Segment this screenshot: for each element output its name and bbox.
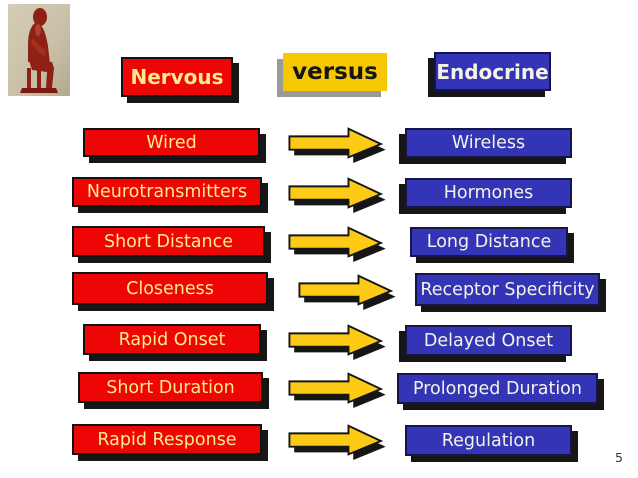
right-arrow-icon — [288, 424, 386, 461]
nervous-trait-label: Neurotransmitters — [86, 182, 248, 202]
endocrine-trait-label: Hormones — [443, 183, 534, 203]
right-arrow-icon — [288, 372, 386, 409]
nervous-trait-label: Short Distance — [103, 231, 234, 252]
endocrine-trait-label: Regulation — [441, 430, 536, 451]
nervous-trait-box: Neurotransmitters — [72, 177, 262, 207]
right-arrow-icon — [288, 177, 386, 214]
header-endocrine: Endocrine — [434, 52, 551, 91]
endocrine-trait-label: Long Distance — [426, 232, 552, 252]
nervous-trait-box: Rapid Response — [72, 424, 262, 455]
right-arrow-icon — [288, 324, 386, 361]
nervous-trait-label: Short Duration — [106, 377, 235, 398]
endocrine-trait-box: Long Distance — [410, 227, 568, 257]
endocrine-trait-box: Wireless — [405, 128, 572, 158]
endocrine-trait-box: Hormones — [405, 178, 572, 208]
header-nervous-label: Nervous — [130, 65, 224, 89]
header-nervous: Nervous — [121, 57, 233, 97]
right-arrow-icon — [298, 274, 396, 311]
header-versus: versus — [283, 53, 387, 91]
header-endocrine-label: Endocrine — [436, 59, 549, 84]
nervous-trait-box: Closeness — [72, 272, 268, 305]
endocrine-trait-label: Receptor Specificity — [420, 279, 595, 300]
endocrine-trait-box: Regulation — [405, 425, 572, 456]
endocrine-trait-box: Prolonged Duration — [397, 373, 598, 404]
nervous-trait-box: Rapid Onset — [83, 324, 261, 355]
endocrine-trait-label: Delayed Onset — [423, 330, 554, 351]
right-arrow-icon — [288, 127, 386, 164]
nervous-trait-label: Closeness — [126, 278, 214, 299]
nervous-trait-box: Wired — [83, 128, 260, 157]
right-arrow-icon — [288, 226, 386, 263]
endocrine-trait-label: Prolonged Duration — [413, 378, 582, 399]
nervous-trait-label: Rapid Onset — [118, 329, 226, 350]
endocrine-trait-box: Delayed Onset — [405, 325, 572, 356]
endocrine-trait-box: Receptor Specificity — [415, 273, 600, 306]
nervous-trait-box: Short Duration — [78, 372, 263, 403]
statuette-photo — [8, 4, 70, 96]
header-versus-label: versus — [292, 59, 378, 85]
nervous-trait-label: Rapid Response — [97, 429, 237, 450]
page-number: 5 — [615, 450, 623, 465]
endocrine-trait-label: Wireless — [451, 133, 526, 153]
nervous-trait-label: Wired — [146, 132, 197, 153]
nervous-trait-box: Short Distance — [72, 226, 265, 257]
